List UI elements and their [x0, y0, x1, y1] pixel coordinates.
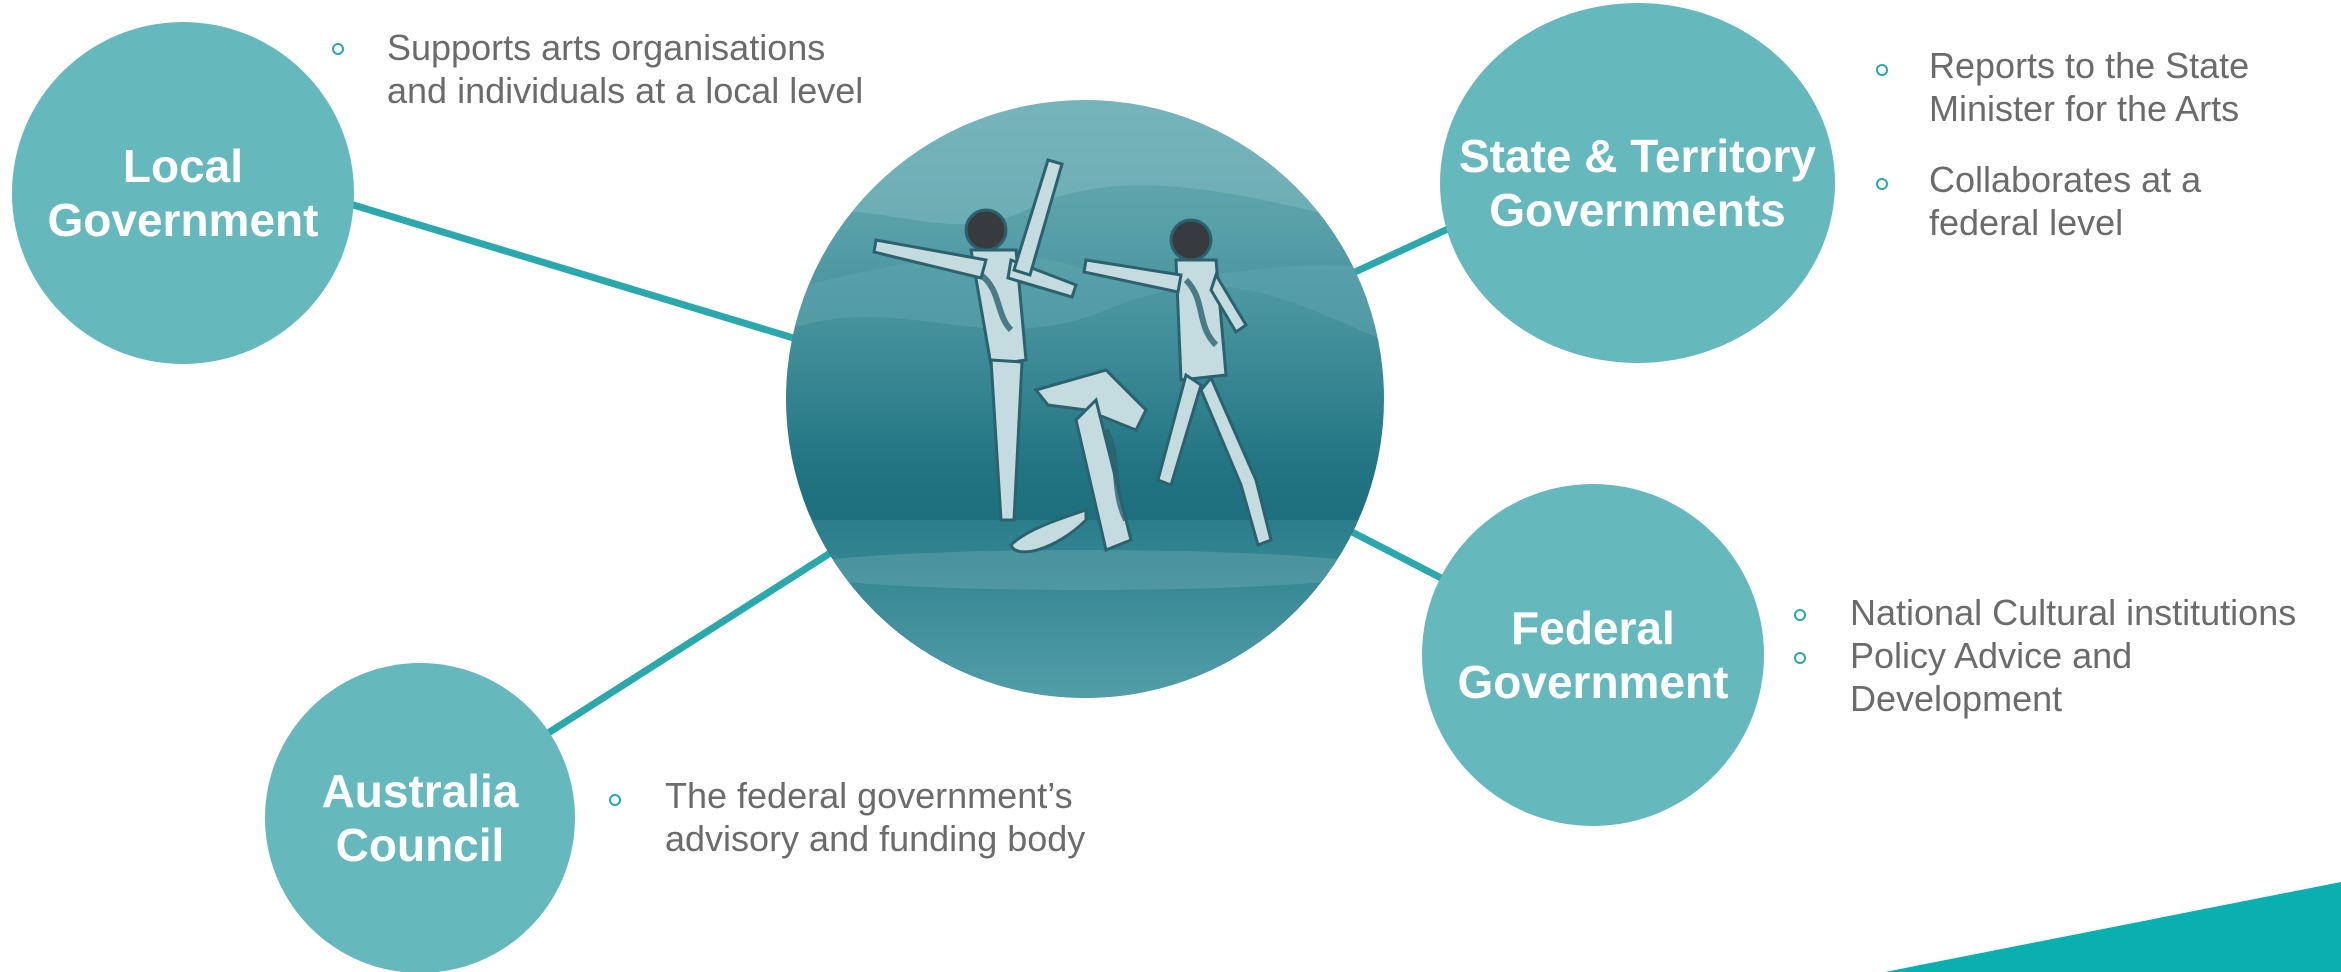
- node-federal-government: Federal Government: [1422, 484, 1764, 826]
- node-local-government: Local Government: [12, 22, 354, 364]
- label-line: Governments: [1489, 184, 1786, 236]
- label-line: Australia: [321, 765, 519, 817]
- bullet-item: Supports arts organisations and individu…: [332, 26, 864, 112]
- node-australia-council: Australia Council: [265, 663, 575, 972]
- label-line: Government: [47, 194, 319, 246]
- bullet-item: The federal government’s advisory and fu…: [609, 774, 1086, 860]
- bullet-text: federal level: [1929, 202, 2124, 243]
- label-line: Government: [1457, 656, 1729, 708]
- local-bullets: Supports arts organisations and individu…: [332, 26, 864, 112]
- node-state-territory-governments: State & Territory Governments: [1440, 3, 1835, 363]
- circle-bullet-icon: [332, 43, 344, 55]
- node-label: State & Territory Governments: [1459, 129, 1816, 237]
- connector-state: [1353, 224, 1452, 276]
- bullet-text: Supports arts organisations: [387, 27, 826, 68]
- bullet-text: and individuals at a local level: [387, 70, 864, 111]
- bullet-text: Reports to the State: [1929, 45, 2250, 86]
- bullet-text: Development: [1850, 678, 2063, 719]
- bullet-text: Minister for the Arts: [1929, 88, 2240, 129]
- label-line: Local: [122, 140, 244, 192]
- circle-bullet-icon: [1794, 609, 1806, 621]
- label-line: Federal: [1511, 602, 1675, 654]
- state-bullets: Reports to the State Minister for the Ar…: [1876, 44, 2250, 244]
- bullet-text: advisory and funding body: [665, 818, 1086, 859]
- bullet-item: Policy Advice and Development: [1794, 634, 2296, 720]
- bullet-item: Collaborates at a federal level: [1876, 158, 2249, 244]
- connector-local: [348, 200, 802, 344]
- circle-bullet-icon: [1876, 64, 1888, 76]
- label-line: Council: [335, 819, 505, 871]
- circle-bullet-icon: [1876, 178, 1888, 190]
- council-bullets: The federal government’s advisory and fu…: [609, 774, 1086, 860]
- node-label: Federal Government: [1458, 601, 1729, 709]
- label-line: State & Territory: [1458, 130, 1817, 182]
- node-label: Local Government: [48, 139, 319, 247]
- connector-federal: [1350, 528, 1447, 584]
- bullet-text: National Cultural institutions: [1850, 592, 2297, 633]
- circle-bullet-icon: [1794, 652, 1806, 664]
- bullet-text: The federal government’s: [665, 775, 1073, 816]
- bullet-text: Collaborates at a: [1929, 159, 2202, 200]
- federal-bullets: National Cultural institutions Policy Ad…: [1794, 591, 2297, 720]
- node-label: Australia Council: [322, 764, 519, 872]
- bullet-item: National Cultural institutions: [1794, 591, 2297, 634]
- bullet-item: Reports to the State Minister for the Ar…: [1876, 44, 2250, 130]
- connector-council: [543, 547, 837, 738]
- circle-bullet-icon: [609, 794, 621, 806]
- bullet-text: Policy Advice and: [1850, 635, 2133, 676]
- dancers-photo: [786, 100, 1384, 698]
